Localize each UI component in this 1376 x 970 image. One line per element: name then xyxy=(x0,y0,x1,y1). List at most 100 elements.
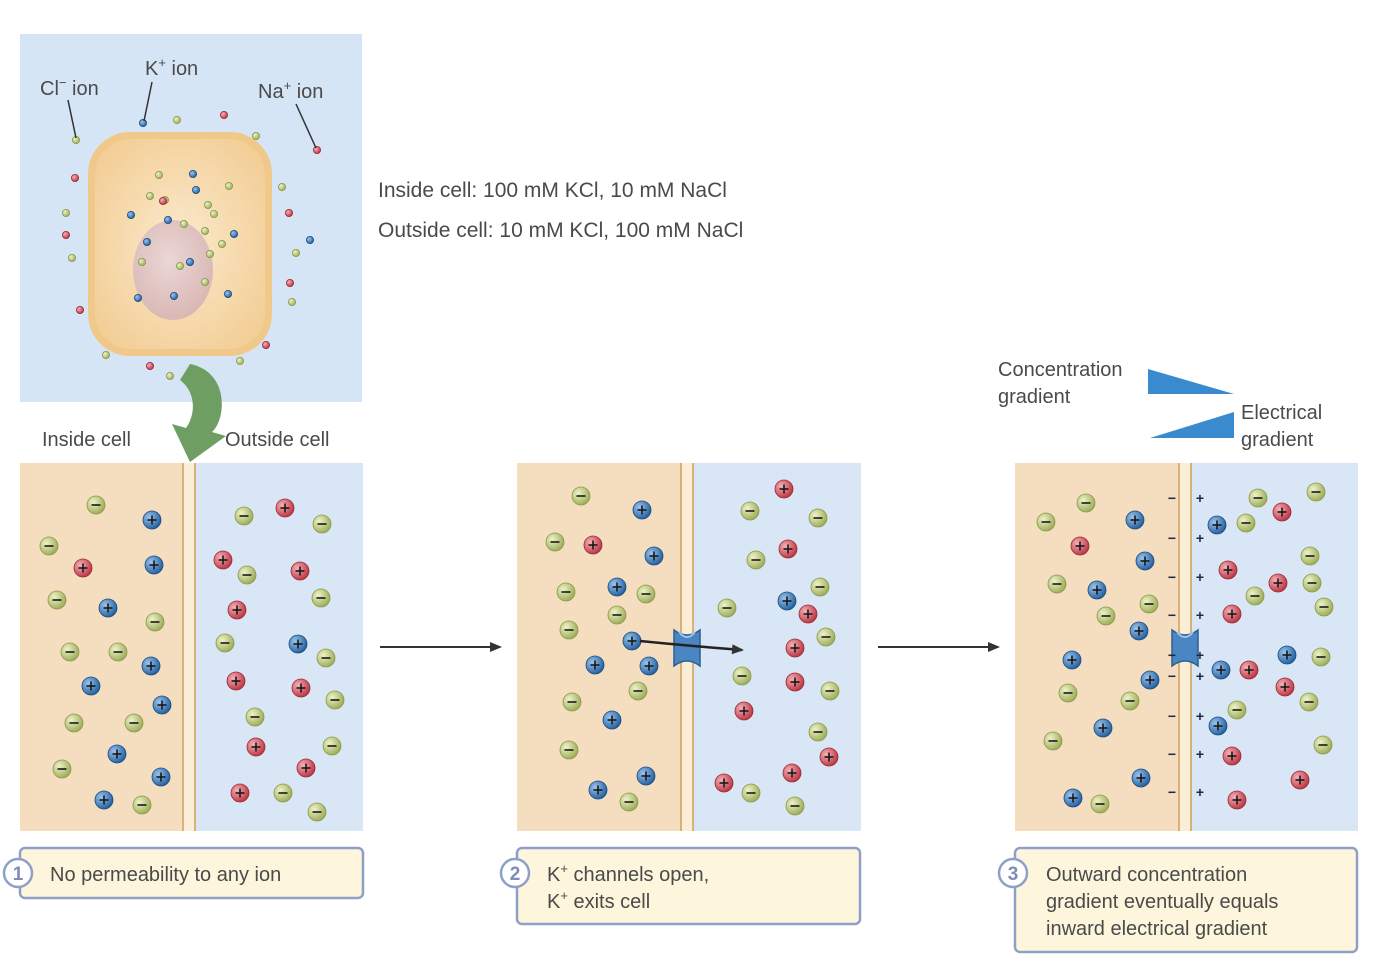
chloride-ion xyxy=(545,532,565,552)
potassium-ion xyxy=(98,598,118,618)
chloride-ion xyxy=(203,200,212,209)
sodium-ion xyxy=(227,600,247,620)
potassium-ion xyxy=(777,591,797,611)
chloride-ion xyxy=(200,226,209,235)
potassium-ion xyxy=(191,185,200,194)
positive-charge-sign: + xyxy=(1196,668,1204,684)
potassium-ion xyxy=(639,656,659,676)
top-cell-panel: Cl− ion K+ ion Na+ ion xyxy=(20,34,362,402)
step-3-number-badge xyxy=(997,857,1029,889)
k-efflux-arrow xyxy=(639,639,744,655)
panel-1-ions xyxy=(39,495,345,822)
potassium-ion xyxy=(1063,788,1083,808)
chloride-ion xyxy=(102,350,111,359)
panel-2-inside xyxy=(517,463,681,831)
chloride-ion xyxy=(559,740,579,760)
chloride-ion xyxy=(52,759,72,779)
negative-charge-sign: − xyxy=(1168,668,1176,684)
sodium-ion xyxy=(76,305,85,314)
negative-charge-sign: − xyxy=(1168,708,1176,724)
sodium-ion xyxy=(1070,536,1090,556)
chloride-ion xyxy=(1090,794,1110,814)
chloride-ion xyxy=(1302,573,1322,593)
potassium-ion xyxy=(585,655,605,675)
chloride-ion xyxy=(556,582,576,602)
k-channel-icon xyxy=(1171,628,1199,668)
chloride-ion xyxy=(179,219,188,228)
cl-ion-label: Cl− ion xyxy=(40,75,99,100)
sodium-ion xyxy=(285,278,294,287)
panel-2-outside xyxy=(693,463,861,831)
sodium-ion xyxy=(284,208,293,217)
sodium-ion xyxy=(1268,573,1288,593)
chloride-ion xyxy=(273,783,293,803)
potassium-ion xyxy=(142,510,162,530)
chloride-ion xyxy=(165,371,174,380)
potassium-ion xyxy=(185,257,194,266)
concentration-gradient-wedge xyxy=(1148,369,1234,394)
sodium-ion xyxy=(71,173,80,182)
chloride-ion xyxy=(325,690,345,710)
sodium-ion xyxy=(1222,746,1242,766)
negative-charge-sign: − xyxy=(1168,607,1176,623)
potassium-ion xyxy=(223,289,232,298)
potassium-ion xyxy=(141,656,161,676)
zoom-arrow xyxy=(172,364,226,462)
chloride-ion xyxy=(1314,597,1334,617)
cell-nucleus xyxy=(133,220,213,320)
inside-cell-label: Inside cell xyxy=(42,429,131,451)
potassium-ion xyxy=(305,235,314,244)
chloride-ion xyxy=(154,170,163,179)
negative-charge-sign: − xyxy=(1168,647,1176,663)
svg-text:2: 2 xyxy=(510,864,521,885)
chloride-ion xyxy=(224,181,233,190)
panel-3: −+−+−+−+−+−+−+−+−+ xyxy=(1015,463,1358,831)
k-ion-label: K+ ion xyxy=(145,55,198,80)
chloride-ion xyxy=(312,514,332,534)
outside-concentration-text: Outside cell: 10 mM KCl, 100 mM NaCl xyxy=(378,219,743,242)
potassium-ion xyxy=(163,215,172,224)
chloride-ion xyxy=(628,681,648,701)
membrane-charge-signs: −+−+−+−+−+−+−+−+−+ xyxy=(1168,490,1204,800)
sodium-ion xyxy=(291,678,311,698)
chloride-ion xyxy=(39,536,59,556)
chloride-ion xyxy=(291,248,300,257)
chloride-ion xyxy=(145,191,154,200)
sodium-ion xyxy=(1227,790,1247,810)
potassium-ion xyxy=(107,744,127,764)
chloride-ion xyxy=(1236,513,1256,533)
panel-2 xyxy=(517,463,861,831)
potassium-ion xyxy=(607,577,627,597)
sodium-ion xyxy=(798,604,818,624)
sodium-ion xyxy=(275,498,295,518)
svg-text:1: 1 xyxy=(13,864,24,885)
chloride-ion xyxy=(205,249,214,258)
chloride-ion xyxy=(1227,700,1247,720)
potassium-ion xyxy=(602,710,622,730)
chloride-ion xyxy=(68,253,77,262)
potassium-ion xyxy=(636,766,656,786)
chloride-ion xyxy=(200,277,209,286)
cl-label-leader xyxy=(67,99,77,139)
chloride-ion xyxy=(47,590,67,610)
chloride-ion xyxy=(287,297,296,306)
potassium-ion xyxy=(152,695,172,715)
chloride-ion xyxy=(1313,735,1333,755)
chloride-ion xyxy=(1300,546,1320,566)
sodium-ion xyxy=(782,763,802,783)
chloride-ion xyxy=(808,722,828,742)
sodium-ion xyxy=(1275,677,1295,697)
step-2-text-line1: K+ channels open, xyxy=(547,861,709,886)
potassium-ion xyxy=(1211,660,1231,680)
step-1-caption: 1 No permeability to any ion xyxy=(2,846,365,900)
chloride-ion xyxy=(64,713,84,733)
sodium-ion xyxy=(1290,770,1310,790)
chloride-ion xyxy=(108,642,128,662)
chloride-ion xyxy=(1047,574,1067,594)
potassium-ion xyxy=(1131,768,1151,788)
sodium-ion xyxy=(778,539,798,559)
sodium-ion xyxy=(296,758,316,778)
